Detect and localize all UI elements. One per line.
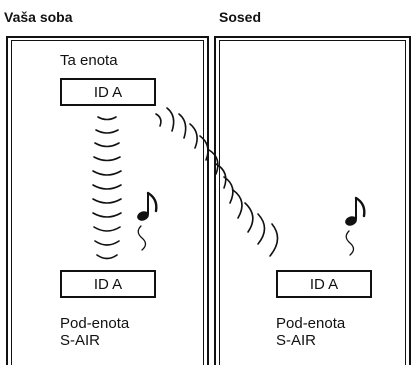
right-subunit-id-box: ID A [276,270,372,298]
main-unit-label: Ta enota [60,52,118,69]
right-room-title: Sosed [219,9,262,25]
music-note-icon [137,191,158,251]
main-unit-id-box: ID A [60,78,156,106]
right-room-inner-line [219,40,406,365]
vertical-wave-arcs [92,116,122,260]
left-subunit-id-box: ID A [60,270,156,298]
diagonal-wave-arcs [155,107,279,257]
right-subunit-id: ID A [309,275,339,293]
main-unit-id: ID A [93,83,123,101]
right-room-outline [214,36,411,365]
left-room-outline [6,36,209,365]
right-subunit-name-line1: Pod-enota [276,315,346,332]
music-note-icon [345,196,366,256]
left-subunit-name-line2: S-AIR [60,332,101,349]
left-subunit-name-line1: Pod-enota [60,315,130,332]
left-room-inner-line [11,40,204,365]
left-room-title: Vaša soba [4,9,73,25]
left-subunit-id: ID A [93,275,123,293]
right-subunit-name-line2: S-AIR [276,332,317,349]
